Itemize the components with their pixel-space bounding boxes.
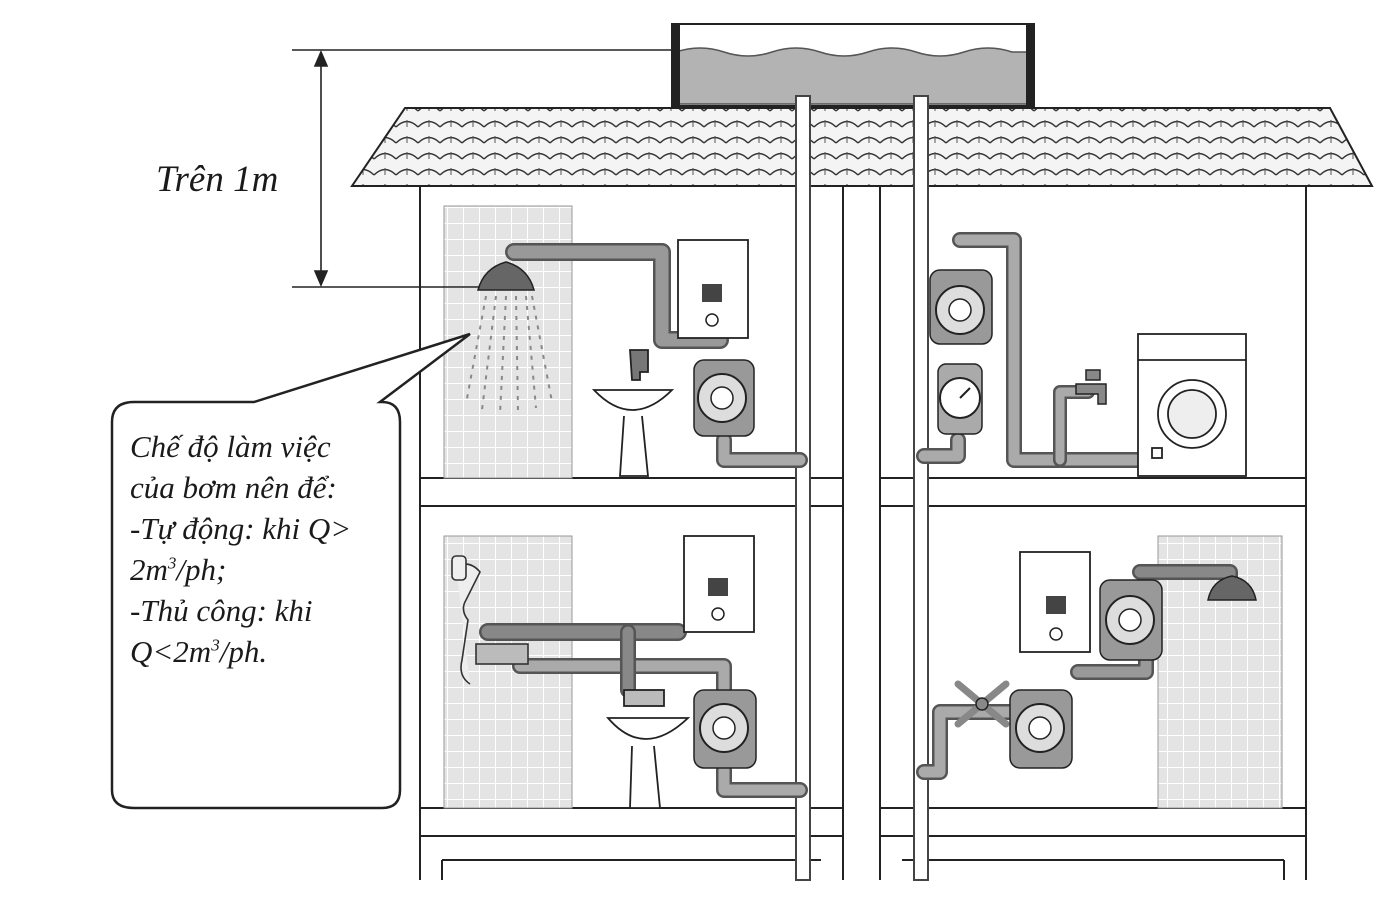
booster-pump-icon	[929, 269, 993, 345]
callout-line: -Thủ công: khi	[130, 593, 313, 628]
booster-pump-icon	[693, 689, 757, 769]
water-heater-icon	[1019, 551, 1091, 653]
washbasin-icon	[591, 349, 675, 477]
callout-line: Chế độ làm việc	[130, 429, 331, 464]
hand-shower-icon	[451, 555, 529, 685]
washing-machine-icon	[1137, 333, 1247, 477]
booster-pump-icon	[693, 359, 755, 437]
faucet-icon	[1075, 369, 1107, 405]
house-structure	[419, 186, 1307, 880]
callout-bubble	[110, 332, 471, 810]
height-dimension	[292, 49, 672, 288]
callout-line: của bơm nên để:	[130, 470, 337, 505]
water-heater-icon	[683, 535, 755, 633]
callout-line: 2m3/ph;	[130, 552, 227, 587]
washbasin-icon	[606, 689, 691, 809]
height-label: Trên 1m	[156, 159, 279, 200]
water-meter-icon	[937, 363, 983, 435]
water-heater-icon	[677, 239, 749, 339]
distribution-pipes	[479, 232, 1238, 798]
main-supply-pipes	[795, 95, 929, 881]
callout-line: -Tự động: khi Q>	[130, 511, 352, 546]
water-tank	[671, 23, 1035, 107]
shower-head-icon	[1207, 575, 1257, 601]
shower-head-icon	[465, 261, 553, 415]
valve-icon	[954, 680, 1010, 728]
booster-pump-icon	[1009, 689, 1073, 769]
callout-line: Q<2m3/ph.	[130, 634, 268, 669]
booster-pump-icon	[1099, 579, 1163, 661]
callout-text: Chế độ làm việc của bơm nên để: -Tự động…	[130, 426, 400, 672]
roof	[350, 107, 1374, 187]
